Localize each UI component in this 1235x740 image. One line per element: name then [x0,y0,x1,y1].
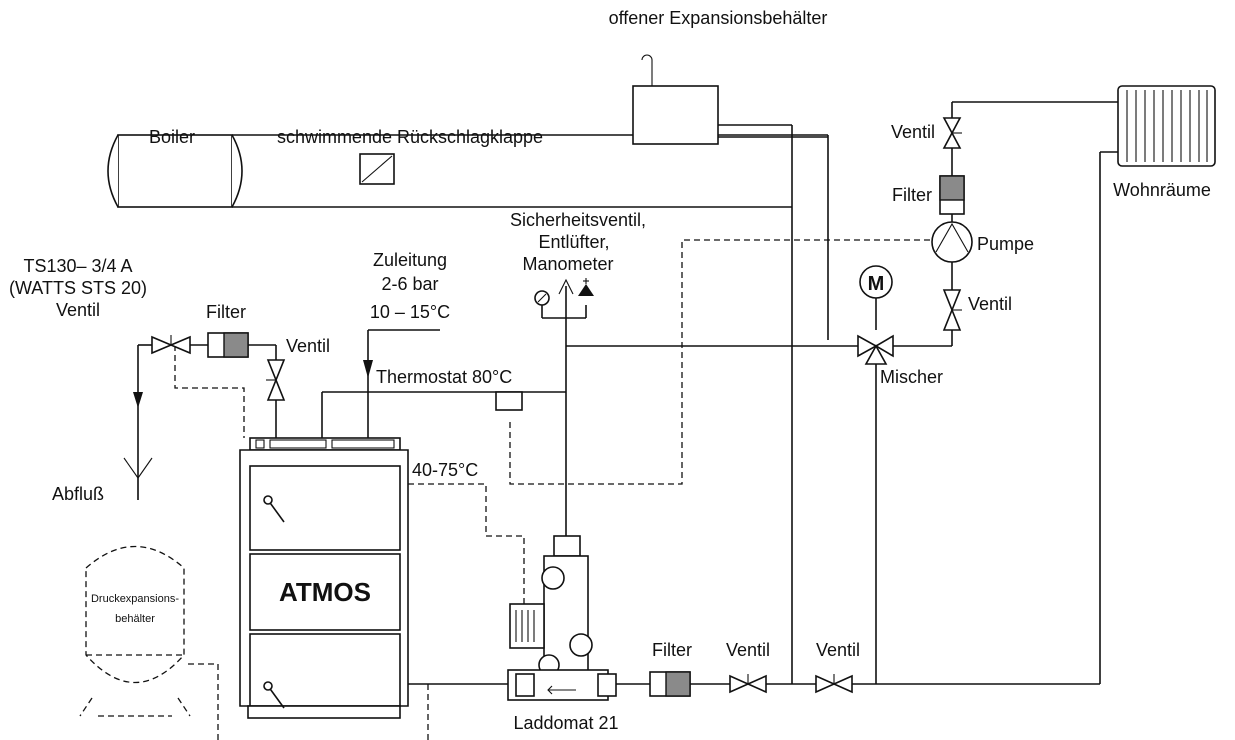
valve-icon [942,117,962,149]
label-safety-1: Sicherheitsventil, [510,210,646,230]
label-boiler: Boiler [149,127,195,147]
atmos-boiler-unit [239,437,409,719]
pressure-expansion-tank [79,546,191,717]
label-ventil-bottom-2: Ventil [816,640,860,660]
label-pump: Pumpe [977,234,1034,254]
label-ts-2: (WATTS STS 20) [9,278,147,298]
label-pressure-tank-2: behälter [115,613,155,625]
drain-icon [123,360,373,500]
boiler-tank [107,134,243,208]
label-filter-bottom: Filter [652,640,692,660]
valve-icon [151,335,191,355]
valve-icon [815,674,853,694]
thermostat-icon [495,391,523,411]
label-ventil-left: Ventil [286,336,330,356]
laddomat-unit [507,535,617,701]
brand-atmos: ATMOS [279,577,371,607]
label-temp-range: 40-75°C [412,460,478,480]
label-filter-left: Filter [206,302,246,322]
label-wohnraeume: Wohnräume [1113,180,1211,200]
valve-icon [729,674,767,694]
label-safety-3: Manometer [522,254,613,274]
mixer-valve-icon [857,334,894,365]
label-laddomat: Laddomat 21 [513,713,618,733]
radiator-icon [1117,85,1216,167]
label-ts-1: TS130– 3/4 A [23,256,132,276]
label-ventil-right: Ventil [968,294,1012,314]
label-filter-top: Filter [892,185,932,205]
label-ts-3: Ventil [56,300,100,320]
label-drain: Abfluß [52,484,104,504]
open-expansion-tank [632,54,719,145]
label-ventil-bottom-1: Ventil [726,640,770,660]
valve-icon [266,359,286,401]
label-supply-1: Zuleitung [373,250,447,270]
filter-icon [649,671,691,697]
label-supply-2: 2-6 bar [381,274,438,294]
pipework [137,101,1118,685]
filter-icon [207,332,249,358]
motor-icon [859,265,893,330]
filter-icon [939,175,965,215]
motor-label: M [868,273,885,295]
label-safety-2: Entlüfter, [538,232,609,252]
label-pressure-tank-1: Druckexpansions- [91,593,179,605]
label-supply-3: 10 – 15°C [370,302,450,322]
label-mixer: Mischer [880,367,943,387]
label-ventil-top: Ventil [891,122,935,142]
valve-icon [942,289,962,331]
control-lines [174,239,930,740]
label-thermostat: Thermostat 80°C [376,367,512,387]
label-expansion-open: offener Expansionsbehälter [609,8,828,28]
safety-valve-group [534,278,594,306]
label-check-valve: schwimmende Rückschlagklappe [277,127,543,147]
check-valve-icon [359,153,395,185]
pump-icon [931,221,973,263]
